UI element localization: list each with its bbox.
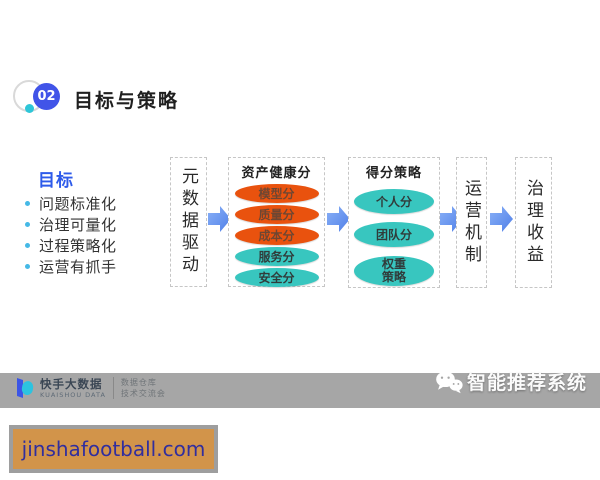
goal-item: 运营有抓手 (25, 256, 117, 277)
bullet-icon (25, 222, 30, 227)
score-ellipse: 模型分 (234, 184, 319, 203)
kuaishou-logo-icon (17, 378, 34, 398)
score-ellipse: 个人分 (354, 189, 434, 214)
goal-item: 治理可量化 (25, 214, 117, 235)
right-arrow-icon (208, 206, 231, 232)
wechat-watermark: 智能推荐系统 (435, 368, 587, 395)
logo-tagline-line2: 技术交流会 (120, 389, 166, 398)
bullet-icon (25, 264, 30, 269)
flow-box-label: 元数据驱动 (178, 167, 198, 277)
wechat-icon (436, 371, 463, 393)
section-number: 02 (37, 89, 56, 104)
flow-box-asset-health-score: 资产健康分 模型分 质量分 成本分 服务分 安全分 (228, 157, 325, 287)
section-number-badge: 02 (33, 83, 60, 110)
logo-name-cn: 快手大数据 (40, 376, 103, 391)
score-label: 团队分 (375, 228, 412, 242)
score-ellipse: 服务分 (234, 247, 319, 266)
score-label: 模型分 (258, 187, 295, 201)
goal-item: 问题标准化 (25, 193, 117, 214)
score-ellipse: 权重策略 (354, 256, 434, 286)
logo-text: 快手大数据 KUAISHOU DATA (40, 376, 106, 399)
goal-item-label: 过程策略化 (39, 237, 117, 255)
link-overlay[interactable]: jinshafootball.com (9, 425, 218, 473)
score-label: 服务分 (258, 250, 295, 264)
logo-divider (112, 377, 114, 399)
flow-box-title: 资产健康分 (241, 166, 312, 181)
footer-bar: 快手大数据 KUAISHOU DATA 数据仓库 技术交流会 智能推荐系统 (0, 371, 600, 408)
kuaishou-logo: 快手大数据 KUAISHOU DATA 数据仓库 技术交流会 (15, 376, 166, 400)
score-label: 成本分 (258, 229, 295, 243)
score-ellipse: 质量分 (234, 205, 319, 224)
score-label: 个人分 (375, 195, 412, 209)
bullet-icon (25, 201, 30, 206)
score-label: 安全分 (258, 271, 295, 285)
score-label: 权重策略 (381, 257, 406, 284)
right-arrow-icon (490, 206, 513, 232)
flow-box-scoring-strategy: 得分策略 个人分 团队分 权重策略 (348, 157, 440, 288)
score-label: 质量分 (258, 208, 295, 222)
bullet-icon (25, 243, 30, 248)
decor-teal-dot (25, 104, 34, 113)
flow-box-operation-mechanism: 运营机制 (456, 157, 487, 288)
logo-name-en: KUAISHOU DATA (40, 390, 106, 399)
goals-list: 问题标准化 治理可量化 过程策略化 运营有抓手 (25, 193, 117, 277)
goal-item-label: 治理可量化 (39, 216, 117, 234)
flow-box-title: 得分策略 (365, 166, 422, 181)
flow-box-label: 治理收益 (523, 178, 543, 267)
flow-box-label: 运营机制 (461, 178, 481, 267)
score-ellipse: 成本分 (234, 226, 319, 245)
link-url-text[interactable]: jinshafootball.com (21, 437, 206, 461)
logo-tagline-line1: 数据仓库 (120, 378, 157, 387)
flow-box-governance-benefit: 治理收益 (515, 157, 552, 288)
goal-item-label: 问题标准化 (39, 195, 117, 213)
flow-box-metadata-driven: 元数据驱动 (170, 157, 207, 287)
watermark-label: 智能推荐系统 (466, 372, 587, 394)
right-arrow-icon (327, 206, 350, 232)
logo-tagline: 数据仓库 技术交流会 (121, 377, 166, 399)
goals-title: 目标 (38, 171, 74, 191)
score-ellipse: 团队分 (354, 222, 434, 247)
page-title: 目标与策略 (74, 90, 180, 112)
score-ellipse: 安全分 (234, 268, 319, 287)
goal-item-label: 运营有抓手 (39, 258, 117, 276)
goal-item: 过程策略化 (25, 235, 117, 256)
